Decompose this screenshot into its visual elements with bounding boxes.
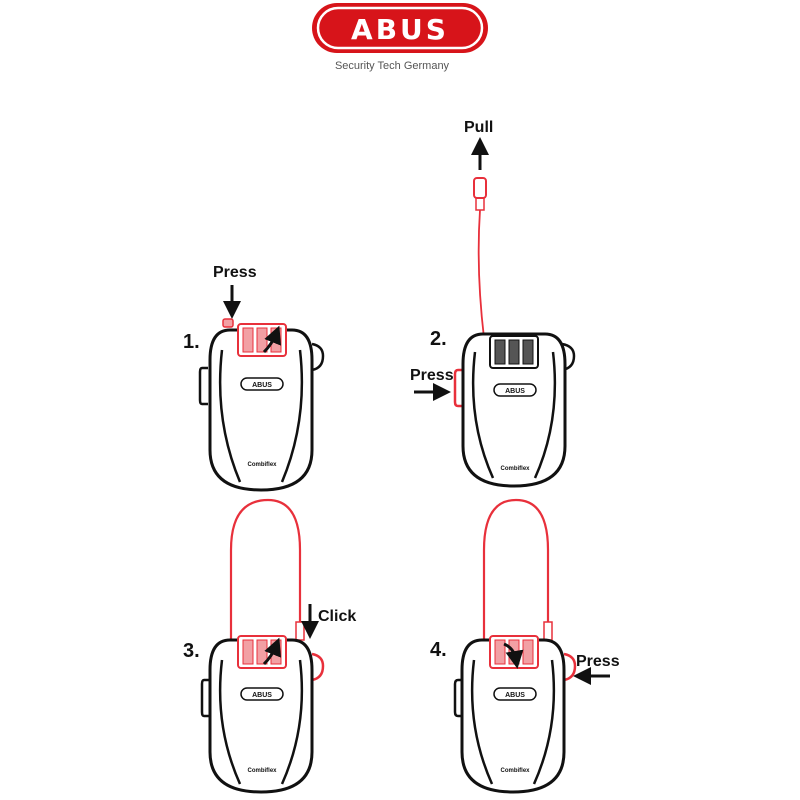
- step-3: 3. Click ABUS Combiflex: [183, 498, 356, 794]
- step-1-body-contour-right: [280, 349, 304, 483]
- step-2-dial-2: [508, 339, 520, 365]
- step-3-dial-1: [242, 639, 254, 665]
- step-1-action-label: Press: [213, 264, 257, 281]
- step-4-body-contour-right: [532, 659, 556, 785]
- step-3-lock-body: [208, 638, 314, 794]
- step-4-action-label: Press: [576, 653, 620, 670]
- step-1-number: 1.: [183, 331, 200, 353]
- step-2-body-contour-left: [471, 351, 495, 479]
- step-1-brand-plate: [240, 377, 284, 391]
- step-4-lock-body: [460, 638, 566, 794]
- step-2-body-contour-right: [533, 351, 557, 479]
- step-3-model-text: Combiflex: [247, 768, 277, 774]
- step-4-model-text: Combiflex: [500, 768, 530, 774]
- step-1-lock-body: [208, 328, 314, 492]
- step-4-brand-plate: [493, 687, 537, 701]
- step-2-press-label: Press: [410, 367, 454, 384]
- step-2-pull-label: Pull: [464, 119, 493, 136]
- step-3-number: 3.: [183, 640, 200, 662]
- step-3-turn-arrow: [262, 637, 282, 666]
- step-4: 4. Press ABUS Combiflex: [430, 498, 620, 794]
- step-2-number: 2.: [430, 328, 447, 350]
- step-1-left-side-button: [198, 366, 208, 406]
- step-3-cable-plug: [295, 621, 305, 641]
- step-1-body-contour-left: [218, 349, 242, 483]
- step-2-cable-plug: [473, 177, 487, 199]
- step-3-body-contour-right: [280, 659, 304, 785]
- step-3-left-side-button: [200, 678, 210, 718]
- step-3-body-contour-left: [218, 659, 242, 785]
- step-4-right-side-button: [563, 652, 577, 682]
- step-4-cable-plug: [543, 621, 553, 641]
- step-2-dial-3: [522, 339, 534, 365]
- step-2-cable-sleeve: [475, 198, 485, 211]
- step-2-dial-1: [494, 339, 506, 365]
- step-4-dial-3: [522, 639, 534, 665]
- step-2-right-side-button: [561, 342, 576, 372]
- step-4-number: 4.: [430, 639, 447, 661]
- step-1-brand-text: ABUS: [252, 382, 272, 389]
- step-1-release-button: [222, 318, 234, 328]
- step-1: 1. Press ABUS Combiflex: [183, 264, 325, 492]
- step-3-brand-plate: [240, 687, 284, 701]
- step-4-turn-arrow: [503, 642, 524, 669]
- abus-logo: ABUS Security Tech Germany: [312, 3, 488, 72]
- step-3-cable-loop: [229, 498, 302, 642]
- step-2: 2. Pull Press ABUS Combiflex: [410, 119, 576, 488]
- step-3-right-side-button: [311, 652, 325, 682]
- step-1-dial-1: [242, 327, 254, 353]
- step-2-lock-body: [461, 332, 567, 488]
- logo-outer-badge: [312, 3, 488, 53]
- step-2-model-text: Combiflex: [500, 466, 530, 472]
- step-2-brand-text: ABUS: [505, 388, 525, 395]
- step-3-action-label: Click: [318, 608, 356, 625]
- step-2-cable: [477, 209, 485, 339]
- logo-brand-text: ABUS: [351, 13, 449, 46]
- step-4-dial-1: [494, 639, 506, 665]
- step-4-body-contour-left: [470, 659, 494, 785]
- step-1-right-side-button: [311, 342, 325, 372]
- step-3-brand-text: ABUS: [252, 692, 272, 699]
- step-4-cable-loop: [482, 498, 550, 642]
- step-1-turn-arrow: [262, 325, 282, 354]
- logo-tagline: Security Tech Germany: [335, 60, 450, 72]
- step-2-brand-plate: [493, 383, 537, 397]
- step-1-model-text: Combiflex: [247, 462, 277, 468]
- logo-inner-ring: [316, 6, 484, 50]
- step-4-left-side-button: [453, 678, 464, 718]
- step-4-brand-text: ABUS: [505, 692, 525, 699]
